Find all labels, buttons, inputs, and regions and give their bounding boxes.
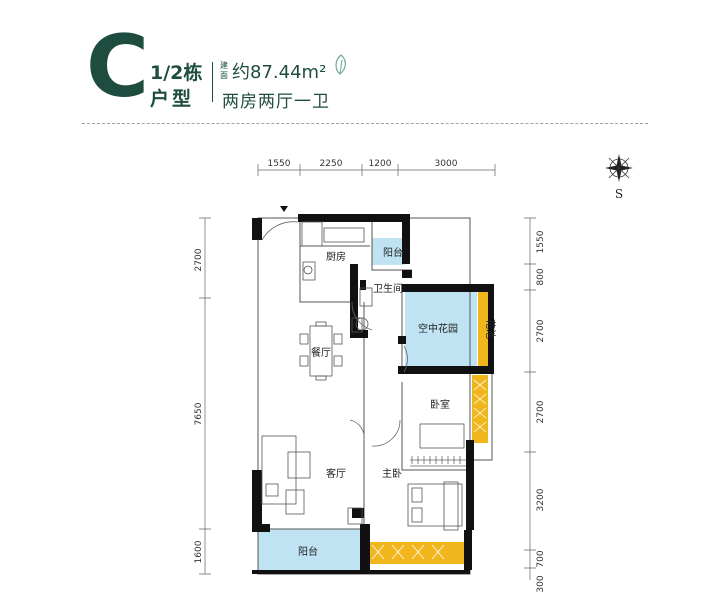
area-label-top: 建	[220, 61, 228, 70]
thin-walls	[257, 217, 493, 575]
planter-hatching	[371, 379, 487, 560]
room-label-living: 客厅	[326, 467, 346, 480]
dim-left-2: 7650	[194, 402, 204, 425]
furniture	[261, 221, 465, 531]
room-label-bedroom: 卧室	[430, 398, 450, 411]
dim-right-6: 700	[536, 550, 546, 567]
leaf-icon	[335, 54, 346, 75]
balcony-fill	[258, 529, 364, 574]
room-label-bathroom: 卫生间	[373, 282, 403, 295]
dim-right-2: 800	[536, 268, 546, 285]
unit-letter: C	[86, 17, 150, 117]
wardrobe-rail	[410, 456, 466, 467]
dim-right-5: 3200	[536, 488, 546, 511]
room-label-kitchen-balcony: 阳台	[383, 246, 403, 259]
dim-left-1: 2700	[194, 248, 204, 271]
bedroom-planter-fill	[472, 375, 488, 443]
compass-icon	[605, 154, 633, 182]
entrance-marker-icon	[280, 206, 288, 212]
dim-right-1: 1550	[536, 230, 546, 253]
area-label-bottom: 面	[220, 71, 228, 80]
dim-right-3: 2700	[536, 319, 546, 342]
header-divider	[212, 62, 213, 102]
header-dashed-divider	[82, 123, 648, 124]
dim-top-4: 3000	[435, 159, 458, 169]
garden-fill	[405, 290, 477, 366]
dim-left-3: 1600	[194, 540, 204, 563]
dim-right-7: 300	[536, 575, 546, 592]
room-label-dining: 餐厅	[311, 346, 331, 359]
building-number: 1/2栋	[150, 62, 203, 84]
compass-label: S	[615, 187, 623, 201]
dim-right-4: 2700	[536, 400, 546, 423]
area-value: 约87.44m²	[232, 62, 327, 83]
unit-type-label: 户型	[150, 88, 195, 110]
thick-walls	[252, 214, 494, 574]
dim-top-2: 2250	[320, 159, 343, 169]
room-label-balcony: 阳台	[298, 545, 318, 558]
layout-description: 两房两厅一卫	[222, 92, 330, 112]
kitchen-balcony-fill	[372, 238, 405, 265]
dim-top-1: 1550	[268, 159, 291, 169]
dimension-lines	[199, 164, 536, 580]
room-label-kitchen: 厨房	[326, 250, 346, 263]
room-label-master-bedroom: 主卧	[382, 467, 402, 480]
door-swings	[261, 221, 408, 447]
dim-top-3: 1200	[369, 159, 392, 169]
planter-fill	[478, 290, 491, 366]
room-label-planter: 花池	[484, 319, 497, 339]
room-label-garden: 空中花园	[418, 322, 458, 335]
